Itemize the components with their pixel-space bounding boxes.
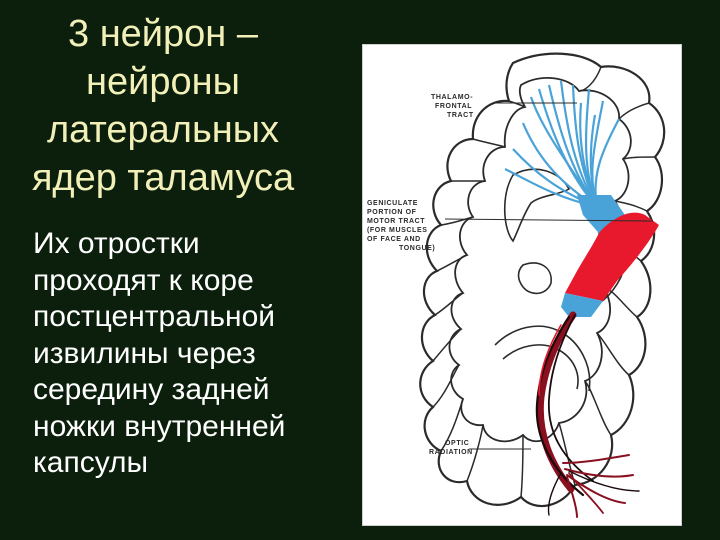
slide-title: 3 нейрон – нейроны латеральных ядер тала… <box>31 13 295 199</box>
label-geniculate-2: PORTION OF <box>367 209 417 216</box>
slide-body-text: Их отростки проходят к коре постцентраль… <box>33 227 286 479</box>
label-thalamofrontal-2: FRONTAL <box>435 103 472 110</box>
label-thalamofrontal-3: TRACT <box>447 112 474 119</box>
brain-section-figure: THALAMO- FRONTAL TRACT GENICULATE PORTIO… <box>362 44 682 526</box>
white-matter-outline <box>448 77 632 443</box>
label-geniculate-3: MOTOR TRACT <box>367 218 425 225</box>
cortex-outline <box>419 52 666 507</box>
sensory-segment <box>561 293 603 317</box>
label-leader-lines <box>444 102 654 450</box>
label-geniculate-1: GENICULATE <box>367 200 418 207</box>
label-geniculate-5: OF FACE AND <box>367 236 421 243</box>
label-geniculate-6: TONGUE) <box>399 245 435 252</box>
label-optic-1: OPTIC <box>445 440 469 447</box>
label-thalamofrontal-1: THALAMO- <box>431 94 473 101</box>
geniculate-motor-tract <box>565 212 659 301</box>
label-geniculate-4: (FOR MUSCLES <box>367 227 427 234</box>
optic-radiation <box>535 311 640 518</box>
brain-section-drawing: THALAMO- FRONTAL TRACT GENICULATE PORTIO… <box>367 52 666 518</box>
label-optic-2: RADIATION <box>429 449 473 456</box>
